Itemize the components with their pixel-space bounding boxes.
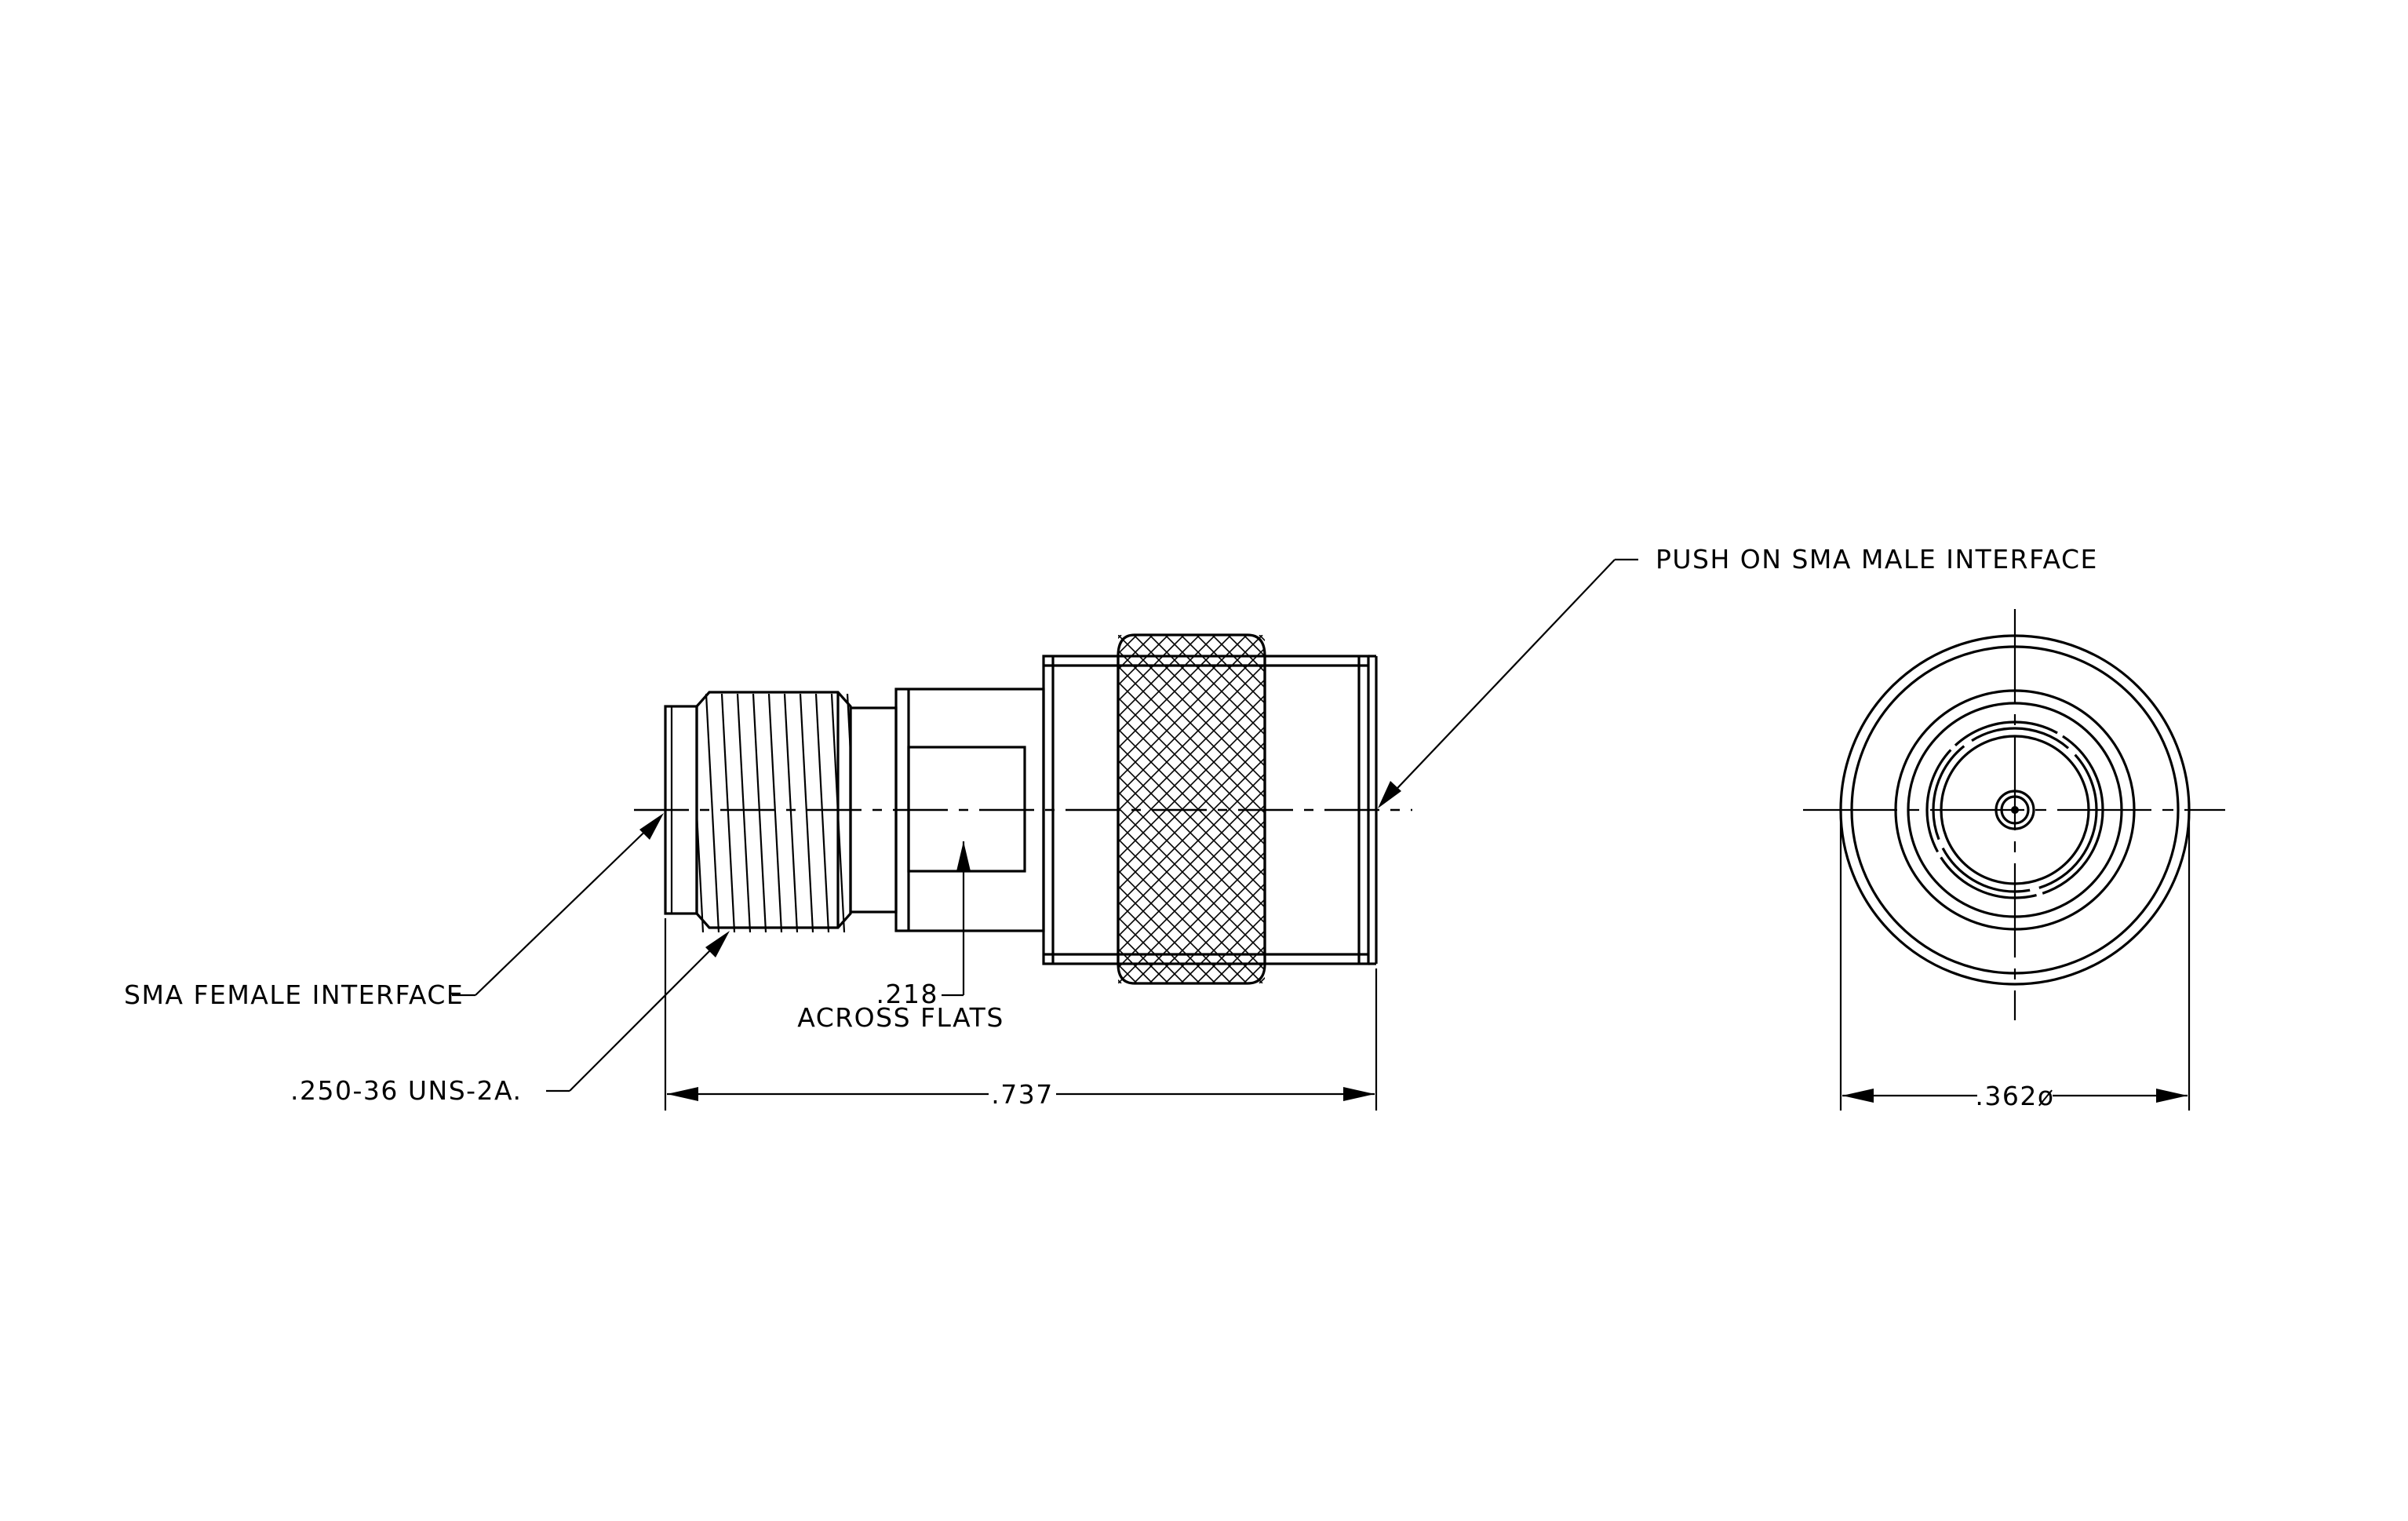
hatch-line — [1463, 635, 1812, 983]
hatch-line — [1416, 635, 1765, 983]
hatch-line — [1118, 772, 1265, 922]
hatch-line — [1164, 882, 1265, 983]
hatch-line — [1605, 635, 1953, 983]
hatch-line — [1118, 837, 1263, 983]
hatch-line — [1118, 835, 1265, 983]
hatch-line — [1149, 635, 1265, 752]
hatch-line — [1353, 635, 1702, 983]
hatch-line — [1243, 961, 1265, 983]
hatch-line — [1432, 635, 1780, 983]
hatch-line — [1118, 647, 1265, 797]
hatch-line — [1196, 635, 1265, 705]
diameter-dimension: .362ø — [1839, 816, 2191, 1111]
hatch-line — [1463, 635, 1812, 983]
hatch-line — [1118, 916, 1185, 983]
threaded-section — [695, 691, 852, 932]
hatch-line — [736, 694, 752, 932]
hatch-line — [1118, 635, 1265, 783]
hatch-line — [1448, 635, 1796, 983]
hatch-line — [1118, 885, 1216, 983]
push-on-label: PUSH ON SMA MALE INTERFACE — [1656, 544, 2098, 574]
hatch-line — [1118, 694, 1265, 844]
hatch-line — [1118, 635, 1200, 718]
hatch-line — [1479, 635, 1827, 983]
hatch-line — [1196, 914, 1265, 983]
hatch-line — [1369, 635, 1718, 983]
hatch-line — [1180, 635, 1265, 720]
sma-female-callout: SMA FEMALE INTERFACE — [124, 813, 664, 1010]
hatch-line — [1118, 853, 1248, 983]
flats-text-label: ACROSS FLATS — [797, 1002, 1004, 1033]
hatch-line — [1369, 635, 1718, 983]
hatch-line — [1479, 635, 1827, 983]
hatch-line — [1164, 635, 1265, 736]
hatch-line — [1118, 635, 1263, 781]
thread-callout: .250-36 UNS-2A. — [290, 931, 730, 1106]
hatch-line — [1180, 898, 1265, 983]
hatch-line — [1118, 649, 1265, 799]
hatch-line — [1118, 635, 1232, 750]
hatch-line — [1401, 635, 1749, 983]
hatch-line — [783, 694, 799, 932]
hatch-line — [1495, 635, 1843, 983]
hatch-line — [1448, 635, 1796, 983]
hatch-line — [830, 694, 846, 932]
length-label: .737 — [991, 1079, 1053, 1110]
hatch-line — [1338, 635, 1686, 983]
hatch-line — [1385, 635, 1733, 983]
hatch-line — [1338, 635, 1686, 983]
hatch-line — [814, 694, 830, 932]
hatch-line — [705, 694, 720, 932]
hatch-line — [799, 694, 814, 932]
sma-female-label: SMA FEMALE INTERFACE — [124, 979, 464, 1010]
hatch-line — [1118, 819, 1265, 969]
hatch-line — [720, 694, 736, 932]
flats-dimension: .218 ACROSS FLATS — [797, 841, 1004, 1033]
push-on-callout: PUSH ON SMA MALE INTERFACE — [1378, 544, 2098, 808]
hatch-line — [1118, 757, 1265, 906]
end-view — [1803, 609, 2225, 1020]
hatch-line — [697, 797, 705, 932]
hatch-line — [1495, 635, 1843, 983]
hatch-line — [1149, 866, 1265, 983]
diameter-label: .362ø — [1975, 1081, 2054, 1111]
length-dimension: .737 — [664, 918, 1378, 1111]
hatch-line — [1401, 635, 1749, 983]
hatch-line — [767, 694, 783, 932]
hatch-line — [1432, 635, 1780, 983]
hatch-line — [1133, 851, 1265, 983]
hatch-line — [752, 694, 767, 932]
hatch-line — [1118, 822, 1265, 972]
hatch-line — [1118, 635, 1185, 702]
hatch-line — [1118, 635, 1248, 765]
hatch-line — [1385, 635, 1733, 983]
hatch-line — [1118, 635, 1216, 734]
hatch-line — [1243, 635, 1265, 658]
hatch-line — [1416, 635, 1765, 983]
hatch-line — [1118, 900, 1200, 983]
flats-value-label: .218 — [876, 979, 938, 1009]
hatch-line — [1605, 635, 1953, 983]
hatch-line — [1118, 869, 1232, 983]
thread-label: .250-36 UNS-2A. — [290, 1075, 523, 1106]
hatch-line — [1133, 635, 1265, 768]
side-view — [634, 633, 1953, 985]
hatch-line — [1353, 635, 1702, 983]
